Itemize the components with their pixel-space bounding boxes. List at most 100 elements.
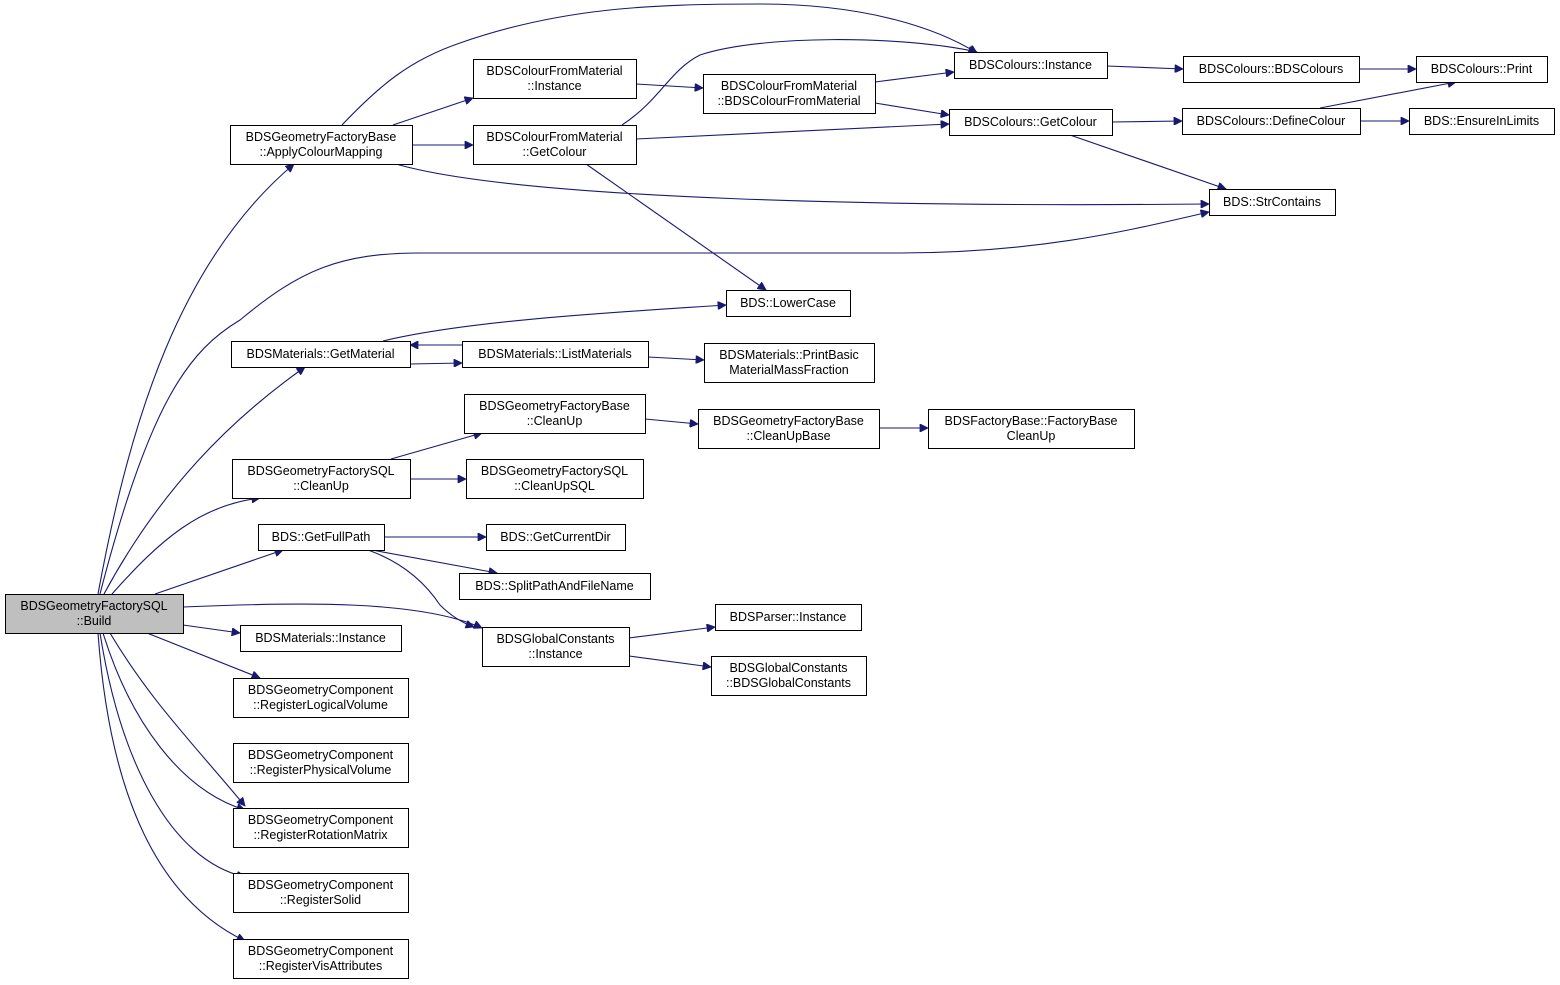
edge-globalConstantsInstance-to-globalConstantsCtor bbox=[628, 655, 711, 667]
node-label: BDSGeometryFactoryBase bbox=[479, 399, 630, 413]
node-label: BDSColours::Instance bbox=[969, 58, 1092, 72]
node-label: ::BDSColourFromMaterial bbox=[717, 94, 860, 108]
node-label: ::CleanUp bbox=[293, 479, 349, 493]
node-coloursGetColour[interactable]: BDSColours::GetColour bbox=[949, 109, 1113, 136]
node-label: BDSColourFromMaterial bbox=[486, 130, 622, 144]
node-label: BDSGeometryFactoryBase bbox=[246, 130, 397, 144]
node-box bbox=[459, 573, 651, 600]
node-box bbox=[232, 459, 411, 499]
node-registerRotationMatrix[interactable]: BDSGeometryComponent::RegisterRotationMa… bbox=[233, 808, 409, 848]
edge-coloursInstance-to-coloursCtor bbox=[1106, 66, 1183, 69]
node-materialsGetMaterial[interactable]: BDSMaterials::GetMaterial bbox=[231, 341, 411, 368]
node-label: ::ApplyColourMapping bbox=[260, 145, 383, 159]
node-box bbox=[233, 743, 409, 783]
node-box bbox=[949, 109, 1113, 136]
node-coloursPrint[interactable]: BDSColours::Print bbox=[1416, 56, 1548, 83]
node-registerLogicalVolume[interactable]: BDSGeometryComponent::RegisterLogicalVol… bbox=[233, 678, 409, 718]
node-label: ::Instance bbox=[527, 79, 581, 93]
node-box bbox=[1416, 56, 1548, 83]
node-parserInstance[interactable]: BDSParser::Instance bbox=[715, 604, 862, 631]
edge-colourFromMaterialCtor-to-coloursInstance bbox=[874, 72, 954, 83]
node-globalConstantsCtor[interactable]: BDSGlobalConstants::BDSGlobalConstants bbox=[711, 656, 867, 696]
node-factoryBaseCleanUp[interactable]: BDSGeometryFactoryBase::CleanUp bbox=[464, 394, 646, 434]
edge-colourFromMaterialGetColour-to-coloursInstance bbox=[621, 39, 977, 126]
edge-globalConstantsInstance-to-parserInstance bbox=[628, 627, 715, 639]
node-registerVisAttributes[interactable]: BDSGeometryComponent::RegisterVisAttribu… bbox=[233, 939, 409, 979]
edge-coloursGetColour-to-strContains bbox=[1069, 134, 1226, 189]
edge-root-to-strContains bbox=[99, 212, 1209, 595]
node-globalConstantsInstance[interactable]: BDSGlobalConstants::Instance bbox=[482, 627, 630, 667]
node-getFullPath[interactable]: BDS::GetFullPath bbox=[258, 524, 385, 551]
node-box bbox=[240, 625, 402, 652]
node-box bbox=[1409, 108, 1555, 135]
node-colourFromMaterialCtor[interactable]: BDSColourFromMaterial::BDSColourFromMate… bbox=[703, 74, 876, 114]
node-box bbox=[1209, 189, 1336, 216]
node-coloursCtor[interactable]: BDSColours::BDSColours bbox=[1183, 56, 1360, 83]
edge-root-to-applyColourMapping bbox=[97, 164, 294, 595]
node-registerPhysicalVolume[interactable]: BDSGeometryComponent::RegisterPhysicalVo… bbox=[233, 743, 409, 783]
edge-getFullPath-to-globalConstantsInstance bbox=[367, 549, 474, 627]
node-colourFromMaterialInstance[interactable]: BDSColourFromMaterial::Instance bbox=[473, 59, 637, 99]
node-strContains[interactable]: BDS::StrContains bbox=[1209, 189, 1336, 216]
edge-materialsGetMaterial-to-lowerCase bbox=[382, 305, 726, 342]
node-colourFromMaterialGetColour[interactable]: BDSColourFromMaterial::GetColour bbox=[473, 125, 637, 165]
node-label: BDSGeometryComponent bbox=[248, 878, 394, 892]
node-layer: BDSGeometryFactorySQL::Build BDSGeometryF… bbox=[5, 52, 1555, 979]
node-materialsInstance[interactable]: BDSMaterials::Instance bbox=[240, 625, 402, 652]
node-coloursInstance[interactable]: BDSColours::Instance bbox=[954, 52, 1108, 79]
node-box bbox=[233, 808, 409, 848]
edge-root-to-registerSolid bbox=[99, 632, 245, 877]
node-label: BDSGeometryFactorySQL bbox=[247, 464, 394, 478]
node-getCurrentDir[interactable]: BDS::GetCurrentDir bbox=[486, 524, 626, 551]
node-label: BDSFactoryBase::FactoryBase bbox=[945, 414, 1118, 428]
edge-applyColourMapping-to-colourFromMaterialInstance bbox=[392, 98, 473, 126]
edge-root-to-materialsInstance bbox=[182, 624, 240, 633]
node-box bbox=[698, 409, 880, 449]
edge-coloursDefineColour-to-coloursPrint bbox=[1319, 82, 1456, 109]
node-box bbox=[715, 604, 862, 631]
node-label: ::CleanUpBase bbox=[746, 429, 830, 443]
node-label: BDS::LowerCase bbox=[740, 296, 836, 310]
node-ensureInLimits[interactable]: BDS::EnsureInLimits bbox=[1409, 108, 1555, 135]
node-label: ::BDSGlobalConstants bbox=[726, 676, 851, 690]
node-box bbox=[462, 341, 649, 368]
node-applyColourMapping[interactable]: BDSGeometryFactoryBase::ApplyColourMappi… bbox=[230, 125, 413, 165]
node-label: BDSGeometryComponent bbox=[248, 748, 394, 762]
edge-getFullPath-to-splitPathAndFileName bbox=[371, 549, 497, 573]
node-lowerCase[interactable]: BDS::LowerCase bbox=[726, 290, 851, 317]
node-box bbox=[482, 627, 630, 667]
node-coloursDefineColour[interactable]: BDSColours::DefineColour bbox=[1182, 108, 1361, 135]
node-factorySQLCleanUpSQL[interactable]: BDSGeometryFactorySQL::CleanUpSQL bbox=[466, 459, 644, 499]
edge-root-to-factorySQLCleanUp bbox=[111, 498, 260, 595]
node-label: ::CleanUp bbox=[527, 414, 583, 428]
edge-colourFromMaterialGetColour-to-coloursGetColour bbox=[635, 124, 949, 140]
node-registerSolid[interactable]: BDSGeometryComponent::RegisterSolid bbox=[233, 873, 409, 913]
node-box bbox=[486, 524, 626, 551]
node-materialsListMaterials[interactable]: BDSMaterials::ListMaterials bbox=[462, 341, 649, 368]
node-label: ::RegisterLogicalVolume bbox=[253, 698, 388, 712]
node-label: BDSGeometryComponent bbox=[248, 813, 394, 827]
node-label: BDSGeometryComponent bbox=[248, 683, 394, 697]
node-box bbox=[5, 594, 184, 634]
node-box bbox=[726, 290, 851, 317]
node-label: BDSMaterials::ListMaterials bbox=[478, 347, 632, 361]
node-printBasicMaterialMassFraction[interactable]: BDSMaterials::PrintBasicMaterialMassFrac… bbox=[704, 343, 875, 383]
edge-factoryBaseCleanUp-to-factoryBaseCleanUpBase bbox=[644, 418, 698, 424]
node-factoryBaseCleanUpBase[interactable]: BDSGeometryFactoryBase::CleanUpBase bbox=[698, 409, 880, 449]
node-label: ::GetColour bbox=[523, 145, 587, 159]
node-box bbox=[473, 59, 637, 99]
edge-colourFromMaterialGetColour-to-lowerCase bbox=[585, 163, 766, 290]
node-label: BDS::GetFullPath bbox=[272, 530, 371, 544]
node-box bbox=[233, 873, 409, 913]
node-label: MaterialMassFraction bbox=[729, 363, 849, 377]
node-label: BDSParser::Instance bbox=[730, 610, 847, 624]
node-splitPathAndFileName[interactable]: BDS::SplitPathAndFileName bbox=[459, 573, 651, 600]
node-factorySQLCleanUp[interactable]: BDSGeometryFactorySQL::CleanUp bbox=[232, 459, 411, 499]
node-label: BDSColours::GetColour bbox=[964, 115, 1097, 129]
edge-root-to-registerVisAttributes bbox=[97, 632, 245, 941]
edge-materialsListMaterials-to-printBasicMaterialMassFraction bbox=[647, 357, 704, 360]
node-box bbox=[233, 939, 409, 979]
node-root[interactable]: BDSGeometryFactorySQL::Build bbox=[5, 594, 184, 634]
